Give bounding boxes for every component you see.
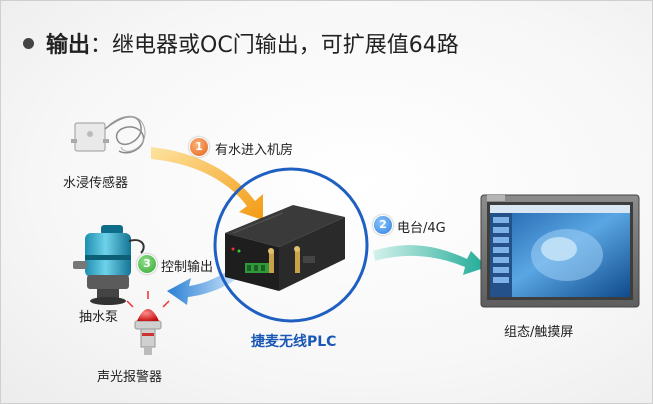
step-2-badge: 2: [373, 215, 393, 235]
water-sensor-icon: [71, 115, 146, 154]
plc-device-icon: [225, 205, 345, 291]
plc-label: 捷麦无线PLC: [251, 334, 337, 350]
title-description: ：继电器或OC门输出，可扩展值64路: [90, 33, 459, 58]
sensor-to-plc-arrow: [151, 147, 263, 220]
page-title: 输出 ：继电器或OC门输出，可扩展值64路: [23, 27, 459, 59]
sensor-label: 水浸传感器: [63, 176, 129, 191]
hmi-label: 组态/触摸屏: [504, 325, 574, 340]
step-3-badge: 3: [137, 254, 157, 274]
step-2-label: 电台/4G: [397, 221, 446, 236]
bullet-icon: [23, 37, 34, 49]
pump-label: 抽水泵: [79, 310, 119, 325]
step-3-label: 控制输出: [161, 260, 214, 275]
plc-to-hmi-arrow: [373, 245, 487, 275]
step-1-badge: 1: [189, 137, 209, 157]
step-1-label: 有水进入机房: [215, 143, 294, 158]
plc-circle: [213, 167, 369, 323]
touch-screen-icon: [480, 194, 640, 308]
alarm-label: 声光报警器: [97, 370, 163, 385]
alarm-light-icon: [126, 291, 170, 355]
title-keyword: 输出: [46, 33, 91, 58]
water-pump-icon: [73, 225, 145, 305]
